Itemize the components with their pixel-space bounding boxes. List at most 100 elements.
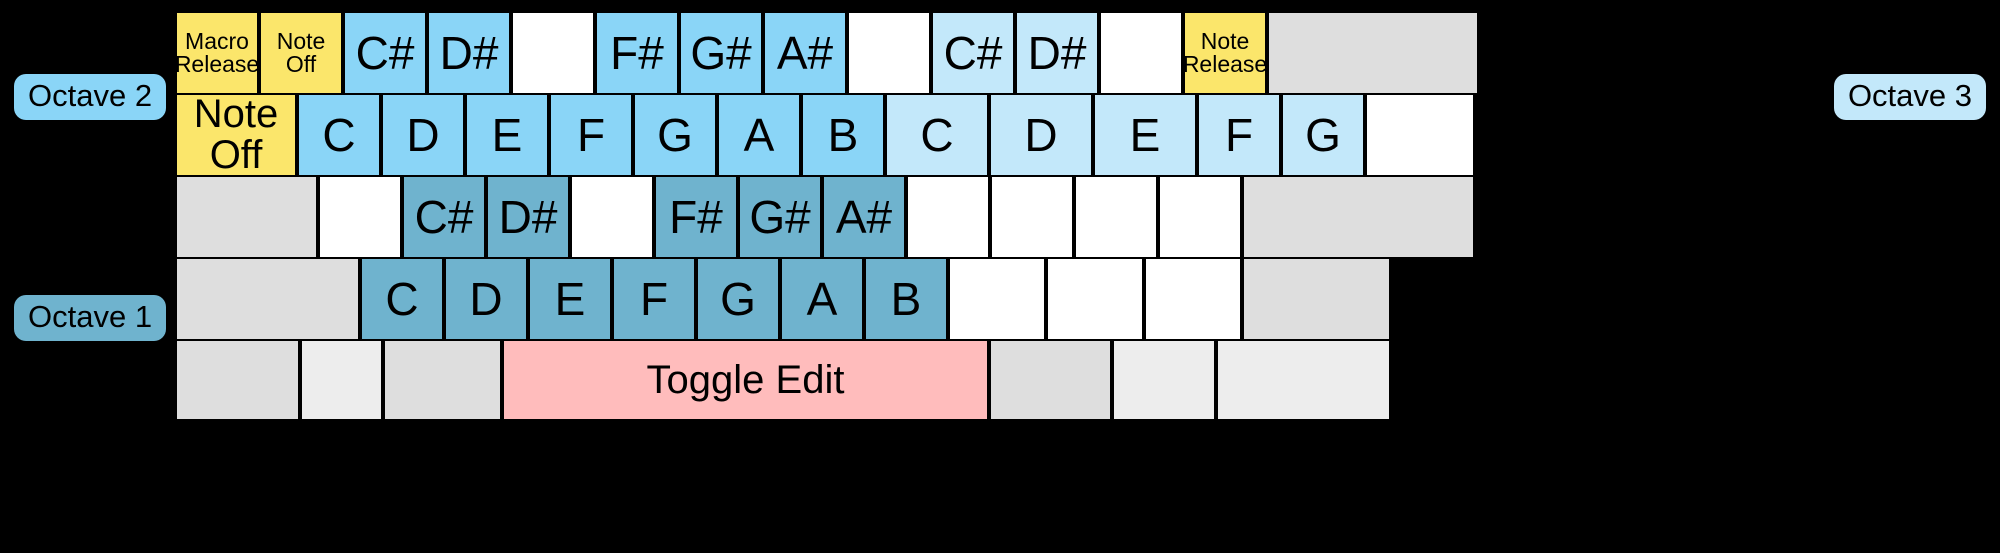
key-toggle-edit[interactable]: Toggle Edit [502, 339, 989, 421]
key-blank-5-1[interactable] [175, 339, 300, 421]
key-c[interactable]: C [297, 93, 381, 177]
key-label: F# [669, 190, 723, 243]
key-label: F [1224, 108, 1254, 161]
key-label: D# [439, 26, 499, 79]
key-fsharp[interactable]: F# [654, 175, 738, 259]
key-d[interactable]: D [989, 93, 1093, 177]
key-dsharp[interactable]: D# [427, 11, 511, 95]
key-c[interactable]: C [360, 257, 444, 341]
key-fsharp[interactable]: F# [595, 11, 679, 95]
key-label: C# [943, 26, 1003, 79]
key-label: A [806, 272, 838, 325]
key-f[interactable]: F [549, 93, 633, 177]
key-label: G [1305, 108, 1341, 161]
key-gsharp[interactable]: G# [738, 175, 822, 259]
key-label: D [1024, 108, 1058, 161]
key-blank-2-14[interactable] [1365, 93, 1475, 177]
key-e[interactable]: E [465, 93, 549, 177]
octave-label-2: Octave 2 [14, 74, 167, 120]
octave-label-3: Octave 3 [1833, 74, 1986, 120]
key-label: C# [355, 26, 415, 79]
row-3-octave1-sharps: C#D# F# G#A# [175, 175, 1475, 259]
key-blank-5-5[interactable] [989, 339, 1112, 421]
key-d[interactable]: D [444, 257, 528, 341]
key-blank-3-12[interactable] [1158, 175, 1242, 259]
key-e[interactable]: E [528, 257, 612, 341]
key-label: G [720, 272, 756, 325]
key-csharp[interactable]: C# [402, 175, 486, 259]
key-g[interactable]: G [696, 257, 780, 341]
key-gsharp[interactable]: G# [679, 11, 763, 95]
octave-label-1: Octave 1 [14, 295, 167, 341]
key-blank-3-10[interactable] [990, 175, 1074, 259]
key-a[interactable]: A [717, 93, 801, 177]
key-blank-3-2[interactable] [318, 175, 402, 259]
key-asharp[interactable]: A# [763, 11, 847, 95]
key-blank-3-1[interactable] [175, 175, 318, 259]
key-blank-5-7[interactable] [1216, 339, 1391, 421]
key-label: F [576, 108, 606, 161]
key-label: A# [776, 26, 834, 79]
key-a[interactable]: A [780, 257, 864, 341]
key-blank-3-13[interactable] [1242, 175, 1475, 259]
key-f[interactable]: F [1197, 93, 1281, 177]
key-label: B [827, 108, 859, 161]
key-f[interactable]: F [612, 257, 696, 341]
key-blank-4-10[interactable] [1046, 257, 1144, 341]
key-asharp[interactable]: A# [822, 175, 906, 259]
key-label: E [1129, 108, 1161, 161]
key-label: F# [610, 26, 664, 79]
key-blank-4-11[interactable] [1144, 257, 1242, 341]
key-label: C [385, 272, 419, 325]
key-label: A [743, 108, 775, 161]
key-blank-5-2[interactable] [300, 339, 383, 421]
key-c[interactable]: C [885, 93, 989, 177]
key-label: F [639, 272, 669, 325]
key-blank-4-12[interactable] [1242, 257, 1391, 341]
key-dsharp[interactable]: D# [486, 175, 570, 259]
key-label: D [469, 272, 503, 325]
key-dsharp[interactable]: D# [1015, 11, 1099, 95]
key-e[interactable]: E [1093, 93, 1197, 177]
key-label: C# [414, 190, 474, 243]
key-label: E [491, 108, 523, 161]
key-label: D [406, 108, 440, 161]
key-label: E [554, 272, 586, 325]
key-d[interactable]: D [381, 93, 465, 177]
key-csharp[interactable]: C# [931, 11, 1015, 95]
key-g[interactable]: G [1281, 93, 1365, 177]
key-label: C [920, 108, 954, 161]
key-label: G# [749, 190, 811, 243]
key-b[interactable]: B [864, 257, 948, 341]
key-blank-1-9[interactable] [847, 11, 931, 95]
key-blank-4-1[interactable] [175, 257, 360, 341]
key-blank-1-14[interactable] [1267, 11, 1479, 95]
key-label: B [890, 272, 922, 325]
key-csharp[interactable]: C# [343, 11, 427, 95]
key-blank-3-5[interactable] [570, 175, 654, 259]
key-blank-3-11[interactable] [1074, 175, 1158, 259]
key-blank-5-3[interactable] [383, 339, 502, 421]
key-blank-3-9[interactable] [906, 175, 990, 259]
key-label: G# [690, 26, 752, 79]
row-5-modifiers: Toggle Edit [175, 339, 1391, 421]
key-blank-4-9[interactable] [948, 257, 1046, 341]
key-blank-1-5[interactable] [511, 11, 595, 95]
key-label: G [657, 108, 693, 161]
key-g[interactable]: G [633, 93, 717, 177]
key-b[interactable]: B [801, 93, 885, 177]
key-blank-5-6[interactable] [1112, 339, 1216, 421]
key-blank-1-12[interactable] [1099, 11, 1183, 95]
